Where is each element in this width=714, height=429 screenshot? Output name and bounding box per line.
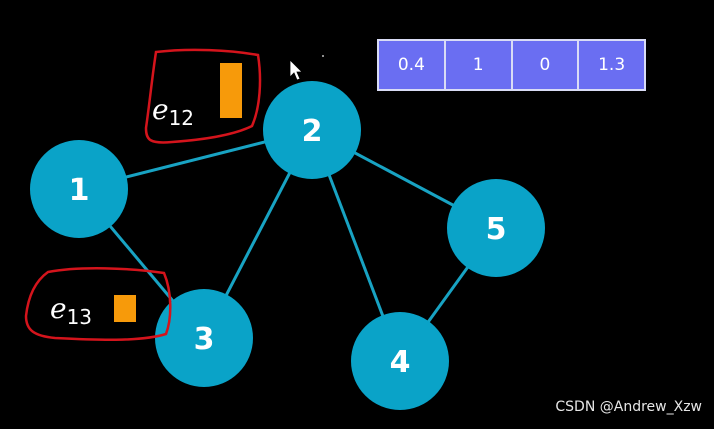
vector-cell-4: 1.3 — [598, 55, 626, 75]
watermark: CSDN @Andrew_Xzw — [555, 399, 702, 415]
e12-attribute-box — [220, 63, 242, 118]
edge-annotation-e13: e13 — [24, 267, 172, 342]
node-4-label: 4 — [390, 345, 411, 380]
e12-label: e12 — [152, 93, 194, 130]
e13-symbol: e — [50, 292, 67, 325]
node-1[interactable]: 1 — [30, 140, 128, 238]
node-2-label: 2 — [302, 114, 323, 149]
node-5-label: 5 — [486, 212, 507, 247]
e12-subscript: 12 — [169, 106, 194, 130]
mouse-pointer-icon — [289, 59, 303, 81]
node-2[interactable]: 2 — [263, 81, 361, 179]
node-4[interactable]: 4 — [351, 312, 449, 410]
vector-cell-1: 0.4 — [379, 41, 446, 89]
e13-attribute-box — [114, 295, 136, 322]
speck-dot — [322, 55, 324, 57]
feature-vector: 0.4 1 0 1.3 — [377, 39, 646, 91]
node-5[interactable]: 5 — [447, 179, 545, 277]
vector-cell-3: 0 — [513, 41, 580, 89]
node-3[interactable]: 3 — [155, 289, 253, 387]
node-3-label: 3 — [194, 322, 215, 357]
edge-annotation-e12: e12 — [144, 48, 262, 144]
e13-label: e13 — [50, 292, 92, 329]
e12-outline — [144, 48, 262, 144]
e13-subscript: 13 — [67, 305, 92, 329]
vector-cell-2: 1 — [446, 41, 513, 89]
node-1-label: 1 — [69, 173, 90, 208]
e13-outline — [24, 267, 172, 342]
e12-symbol: e — [152, 93, 169, 126]
